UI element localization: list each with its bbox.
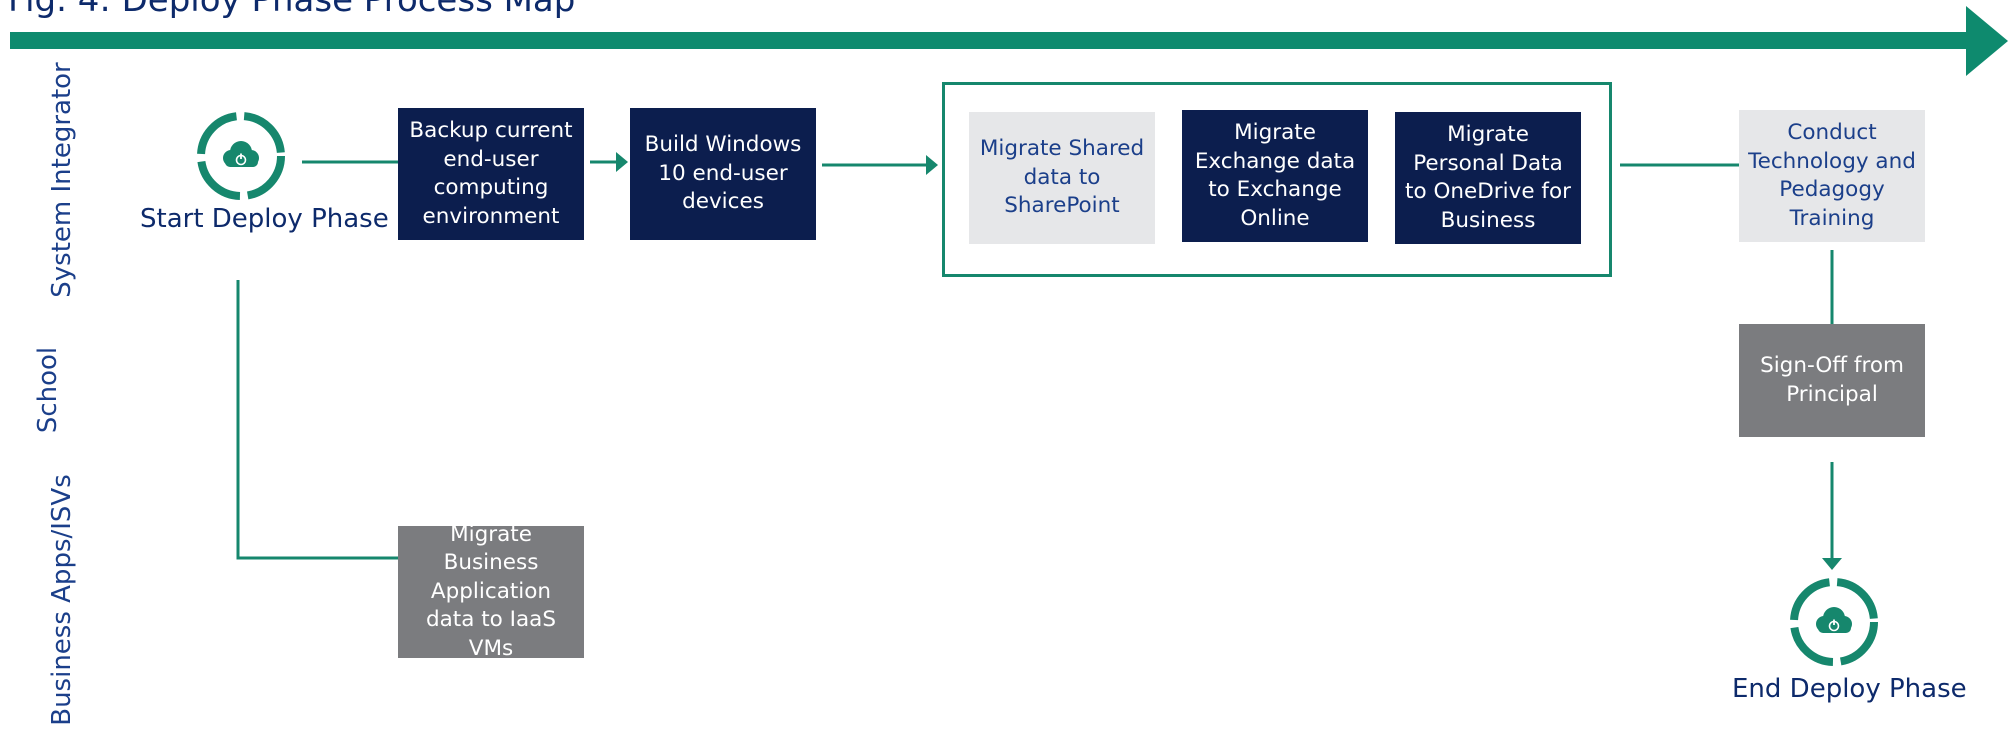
- end-phase-label: End Deploy Phase: [1732, 674, 1967, 704]
- step-backup-environment: Backup current end-user computing enviro…: [398, 108, 584, 240]
- migration-group: [942, 82, 1612, 277]
- timeline-arrow: [10, 6, 2008, 76]
- figure-title: Fig. 4: Deploy Phase Process Map: [8, 0, 576, 20]
- connector-backup-build-head: [616, 152, 628, 172]
- lane-label-school: School: [33, 346, 63, 434]
- step-migrate-onedrive: Migrate Personal Data to OneDrive for Bu…: [1395, 112, 1581, 244]
- step-build-windows-devices: Build Windows 10 end-user devices: [630, 108, 816, 240]
- connector-signoff-end-head: [1822, 558, 1842, 570]
- end-phase-icon: [1790, 578, 1878, 666]
- step-principal-signoff: Sign-Off from Principal: [1739, 324, 1925, 437]
- start-phase-icon: [197, 112, 285, 200]
- start-phase-label: Start Deploy Phase: [140, 204, 389, 234]
- step-conduct-training: Conduct Technology and Pedagogy Training: [1739, 110, 1925, 242]
- connector-build-group-head: [926, 155, 938, 175]
- step-migrate-sharepoint: Migrate Shared data to SharePoint: [969, 112, 1155, 244]
- step-migrate-exchange: Migrate Exchange data to Exchange Online: [1182, 110, 1368, 242]
- step-migrate-business-apps: Migrate Business Application data to Iaa…: [398, 522, 584, 661]
- lane-label-business-apps: Business Apps/ISVs: [47, 474, 77, 726]
- lane-label-system-integrator: System Integrator: [47, 62, 77, 298]
- connector-start-business: [236, 280, 426, 560]
